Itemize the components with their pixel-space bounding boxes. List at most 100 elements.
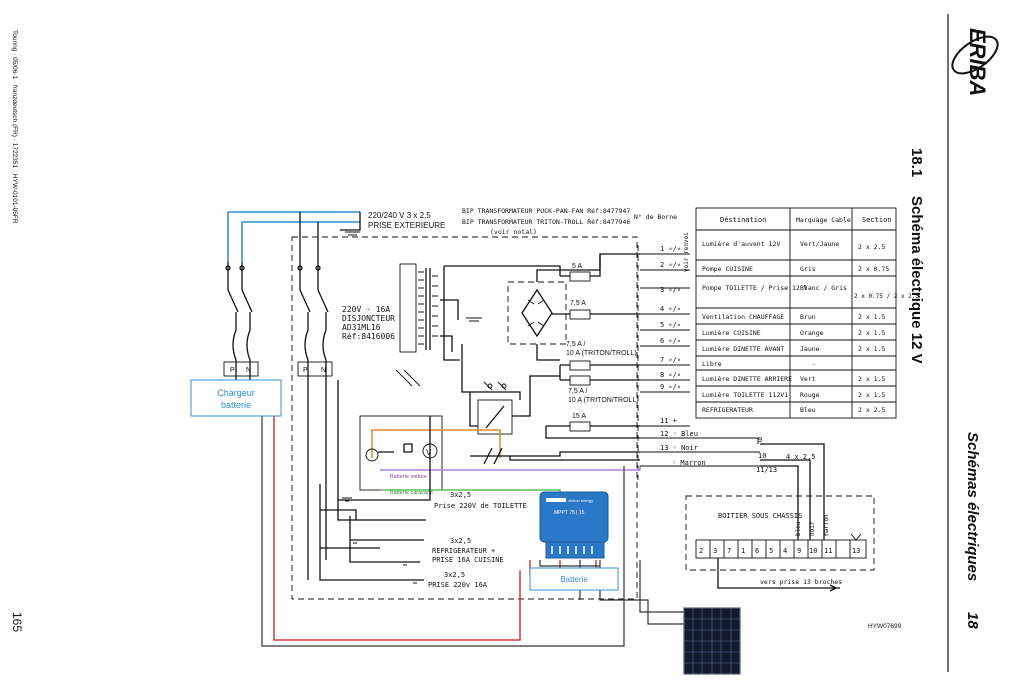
num-10: 10 bbox=[758, 452, 766, 460]
transfo-label-1: BIP TRANSFORMATEUR PUCK-PAN-FAN Réf:8477… bbox=[462, 207, 630, 215]
table-row-8-color: Vert bbox=[800, 375, 816, 383]
chapter-number: 18 bbox=[964, 612, 981, 629]
table-row-1-section: 2 x 2.5 bbox=[858, 243, 885, 251]
disjoncteur-rating: 220V - 16A bbox=[342, 305, 390, 314]
section-number: 18.1 bbox=[908, 148, 925, 177]
battery-charger-box bbox=[190, 379, 282, 417]
terminal-2: 2 ∘/∘ bbox=[660, 261, 681, 269]
table-row-6-section: 2 x 1.5 bbox=[858, 345, 885, 353]
table-row-7-dest: Libre bbox=[702, 360, 722, 368]
table-row-8-dest: Lumière DINETTE ARRIERE bbox=[702, 375, 792, 383]
mppt-brand: victron energy bbox=[568, 498, 593, 503]
car-battery-label: Batterie voiture bbox=[390, 474, 427, 480]
table-row-2-color: Gris bbox=[800, 265, 816, 273]
table-row-6-dest: Lumière DINETTE AVANT bbox=[702, 345, 784, 353]
charger-label-2: batterie bbox=[221, 400, 251, 410]
table-row-5-dest: Lumière CUISINE bbox=[702, 329, 761, 337]
main-breaker-left bbox=[223, 262, 259, 380]
terminal-5: 5 ∘/∘ bbox=[660, 321, 681, 329]
caravan-battery-label: Batterie caravane bbox=[390, 490, 433, 496]
num-9: 9 bbox=[758, 436, 762, 444]
terminal-4: 4 ∘/∘ bbox=[660, 305, 681, 313]
fuse-7-5-10a-2 bbox=[559, 365, 640, 386]
chassis-terminal-3: 3 bbox=[713, 547, 717, 555]
wire-12-label: 12 ◦ Bleu bbox=[660, 430, 698, 438]
table-row-1-dest: Lumière d'auvent 12V bbox=[702, 240, 780, 248]
chassis-terminal-block bbox=[695, 533, 867, 559]
chassis-feed bbox=[760, 443, 825, 540]
voltmeter-symbol: V bbox=[426, 448, 432, 457]
num-11-13: 11/13 bbox=[756, 466, 777, 474]
solar-panel bbox=[683, 607, 741, 675]
wire-13-label: 13 ◦ Noir bbox=[660, 444, 698, 452]
fuse-7-5-10a-1-label-b: 10 A (TRITON/TROLL) bbox=[566, 350, 637, 357]
battery-box bbox=[529, 567, 619, 591]
chassis-terminal-7: 7 bbox=[727, 547, 731, 555]
prise-exterieure-label: PRISE EXTERIEURE bbox=[368, 221, 445, 230]
letter-n-left: N bbox=[246, 367, 251, 374]
wire-marron-label: ◦ Marron bbox=[672, 459, 706, 467]
transformer bbox=[399, 263, 561, 361]
voltmeter-circuit bbox=[365, 429, 501, 462]
battery-label: Batterie bbox=[560, 575, 588, 584]
chassis-terminal-2: 2 bbox=[699, 547, 703, 555]
eriba-logo: ERIBA bbox=[951, 28, 999, 96]
charger-positive-wire bbox=[273, 416, 521, 641]
table-header-marquage: Marquage Cable bbox=[796, 216, 851, 224]
terminal-8: 8 ∘/∘ bbox=[660, 371, 681, 379]
fuse-5a bbox=[560, 254, 601, 282]
section-title: Schéma électrique 12 V bbox=[908, 196, 925, 364]
table-row-6-color: Jaune bbox=[800, 345, 820, 353]
table-rows: Lumière d'auvent 12V Vert/Jaune 2 x 2.5 … bbox=[702, 240, 919, 414]
mppt-solar-controller: victron energy MPPT 75 | 15 bbox=[539, 491, 609, 559]
terminal-9: 9 ∘/∘ bbox=[660, 383, 681, 391]
fuse-7-5-10a-2-label-a: 7,5 A / bbox=[568, 388, 588, 395]
fuse-5a-label: 5 A bbox=[572, 263, 582, 270]
side-reference-text: Touring · 05/06-1 · franzdeutsch (FR) · … bbox=[11, 30, 18, 224]
prise-exterieure-rating: 220/240 V 3 x 2,5 bbox=[368, 211, 431, 220]
prise-toilette-section: 3x2,5 bbox=[450, 491, 471, 499]
transfo-label-2: BIP TRANSFORMATEUR TRITON-TROLL Réf:8477… bbox=[462, 218, 630, 226]
table-header-destination: Déstination bbox=[720, 216, 766, 224]
prise-toilette-label: Prise 220V de TOILETTE bbox=[434, 502, 527, 510]
chassis-terminal-6: 6 bbox=[755, 547, 759, 555]
chassis-terminal-10: 10 bbox=[809, 547, 817, 555]
disjoncteur-model: AD31ML16 bbox=[342, 323, 381, 332]
table-row-3-dest: Pompe TOILETTE / Prise 12 V bbox=[702, 284, 808, 292]
main-breaker-right bbox=[297, 262, 333, 580]
table-header-section: Section bbox=[862, 216, 892, 224]
destination-table bbox=[695, 207, 897, 419]
fuse-7-5a-label: 7,5 A bbox=[570, 300, 586, 307]
voir-renvoi-label: voir renvoi bbox=[683, 232, 690, 272]
prise-13-arrow bbox=[717, 558, 840, 592]
frigo-label-2: PRISE 16A CUISINE bbox=[432, 556, 504, 564]
chassis-terminal-11: 11 bbox=[824, 547, 832, 555]
relay bbox=[461, 344, 560, 435]
fuse-7-5a bbox=[552, 309, 640, 320]
table-row-4-section: 2 x 1.5 bbox=[858, 313, 885, 321]
chassis-terminal-1: 1 bbox=[741, 547, 745, 555]
table-row-2-dest: Pompe CUISINE bbox=[702, 265, 753, 273]
mains-feed-wires bbox=[227, 211, 361, 262]
table-row-10-color: Bleu bbox=[800, 406, 816, 414]
letter-p-left: P bbox=[230, 367, 235, 374]
chassis-terminal-5: 5 bbox=[769, 547, 773, 555]
table-row-10-dest: REFRIGERATEUR bbox=[702, 406, 753, 414]
car-battery-wire bbox=[380, 466, 641, 471]
table-row-4-color: Brun bbox=[800, 313, 816, 321]
chassis-box bbox=[685, 495, 875, 571]
fuse-15a bbox=[545, 421, 640, 439]
terminal-7: 7 ∘/∘ bbox=[660, 356, 681, 364]
table-row-5-color: Orange bbox=[800, 329, 824, 337]
letter-p-right: P bbox=[303, 367, 308, 374]
table-row-7-color: - bbox=[812, 360, 816, 368]
table-row-9-dest: Lumière TOILETTE 112V1 bbox=[702, 391, 788, 399]
table-header-borne: N° de Borne bbox=[634, 213, 677, 221]
chassis-terminal-4: 4 bbox=[783, 547, 787, 555]
fuse-7-5-10a-1-label-a: 7,5 A / bbox=[566, 341, 586, 348]
figure-code: HYW07699 bbox=[868, 623, 902, 630]
frigo-section: 3x2,5 bbox=[450, 537, 471, 545]
wire-color-marron: marron bbox=[823, 514, 830, 536]
wire-color-noir: noir bbox=[809, 521, 816, 536]
